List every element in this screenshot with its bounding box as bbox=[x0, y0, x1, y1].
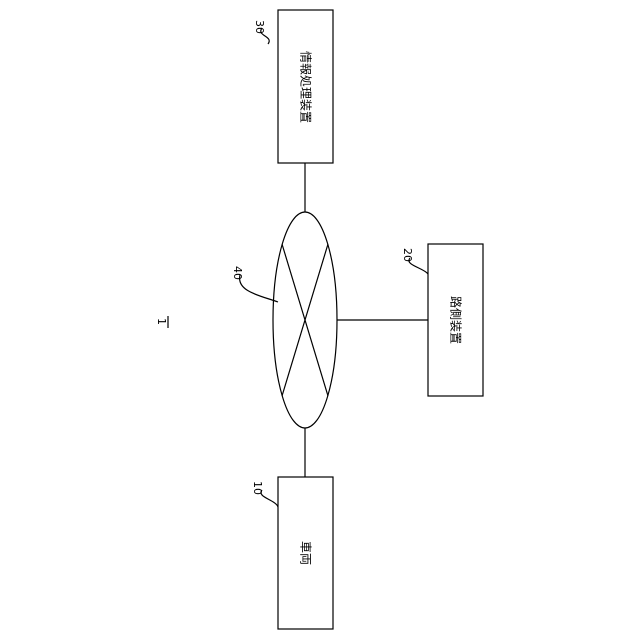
ref-40-leader bbox=[240, 275, 278, 302]
ref-1: 1 bbox=[155, 316, 168, 328]
vehicle-label: 車両 bbox=[299, 541, 313, 565]
ref-40: 40 bbox=[231, 266, 278, 302]
info-processing-node: 情報処理装置 bbox=[278, 10, 333, 163]
ref-20-label: 20 bbox=[401, 248, 414, 262]
ref-20: 20 bbox=[401, 248, 428, 274]
network-node bbox=[273, 212, 337, 428]
vehicle-node: 車両 bbox=[278, 477, 333, 629]
ref-40-label: 40 bbox=[231, 266, 244, 280]
roadside-label: 路側装置 bbox=[449, 296, 464, 344]
ref-10-label: 10 bbox=[251, 481, 264, 495]
ref-10: 10 bbox=[251, 481, 278, 507]
info-processing-label: 情報処理装置 bbox=[299, 51, 313, 123]
ref-30: 30 bbox=[253, 20, 269, 44]
system-ref-label: 1 bbox=[155, 318, 168, 325]
roadside-node: 路側装置 bbox=[428, 244, 483, 396]
ref-30-label: 30 bbox=[253, 20, 266, 34]
